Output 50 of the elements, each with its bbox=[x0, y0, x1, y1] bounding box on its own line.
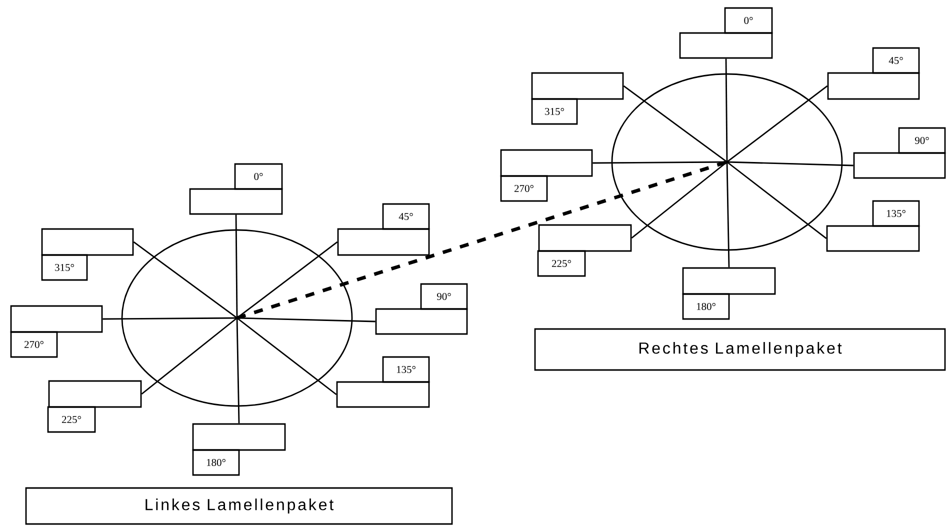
spoke-line bbox=[725, 58, 728, 162]
angle-label-box: 225° bbox=[537, 250, 586, 277]
title-box: Rechtes Lamellenpaket bbox=[534, 328, 946, 371]
empty-box bbox=[192, 423, 286, 451]
dashed-line bbox=[236, 160, 728, 320]
empty-box bbox=[679, 32, 773, 59]
angle-label-box: 135° bbox=[872, 200, 920, 227]
spoke-line bbox=[726, 85, 828, 163]
spoke-line bbox=[236, 317, 337, 396]
empty-box bbox=[337, 228, 430, 256]
empty-box bbox=[500, 149, 593, 177]
angle-label-box: 180° bbox=[192, 449, 240, 476]
angle-label-box: 315° bbox=[41, 254, 88, 281]
empty-box bbox=[538, 224, 632, 252]
angle-label-box: 315° bbox=[531, 98, 578, 125]
spoke-line bbox=[133, 241, 238, 319]
empty-box bbox=[48, 380, 142, 408]
empty-box bbox=[375, 308, 468, 335]
spoke-line bbox=[631, 161, 728, 239]
empty-box bbox=[189, 188, 283, 215]
angle-label-box: 0° bbox=[234, 163, 283, 190]
spoke-line bbox=[235, 214, 238, 318]
spoke-line bbox=[141, 317, 238, 395]
angle-label-box: 45° bbox=[382, 203, 430, 230]
empty-box bbox=[41, 228, 134, 256]
empty-box bbox=[336, 381, 430, 408]
angle-label-box: 225° bbox=[47, 406, 96, 433]
angle-label-box: 180° bbox=[682, 293, 730, 320]
empty-box bbox=[826, 225, 920, 252]
empty-box bbox=[531, 72, 624, 100]
spoke-line bbox=[102, 317, 238, 320]
empty-box bbox=[827, 72, 920, 100]
spoke-line bbox=[726, 162, 730, 268]
angle-label-box: 0° bbox=[724, 7, 773, 34]
angle-label-box: 270° bbox=[500, 175, 548, 202]
empty-box bbox=[682, 267, 776, 295]
spoke-line bbox=[726, 161, 827, 240]
spoke-line bbox=[623, 85, 728, 163]
angle-label-box: 45° bbox=[872, 47, 920, 74]
spoke-line bbox=[726, 161, 854, 166]
ellipse bbox=[611, 73, 843, 251]
angle-label-box: 90° bbox=[898, 127, 946, 154]
angle-label-box: 135° bbox=[382, 356, 430, 383]
angle-label-box: 90° bbox=[420, 283, 468, 310]
angle-label-box: 270° bbox=[10, 331, 58, 358]
spoke-line bbox=[236, 318, 240, 424]
ellipse bbox=[121, 229, 353, 407]
empty-box bbox=[10, 305, 103, 333]
title-box: Linkes Lamellenpaket bbox=[25, 487, 453, 525]
empty-box bbox=[853, 152, 946, 179]
